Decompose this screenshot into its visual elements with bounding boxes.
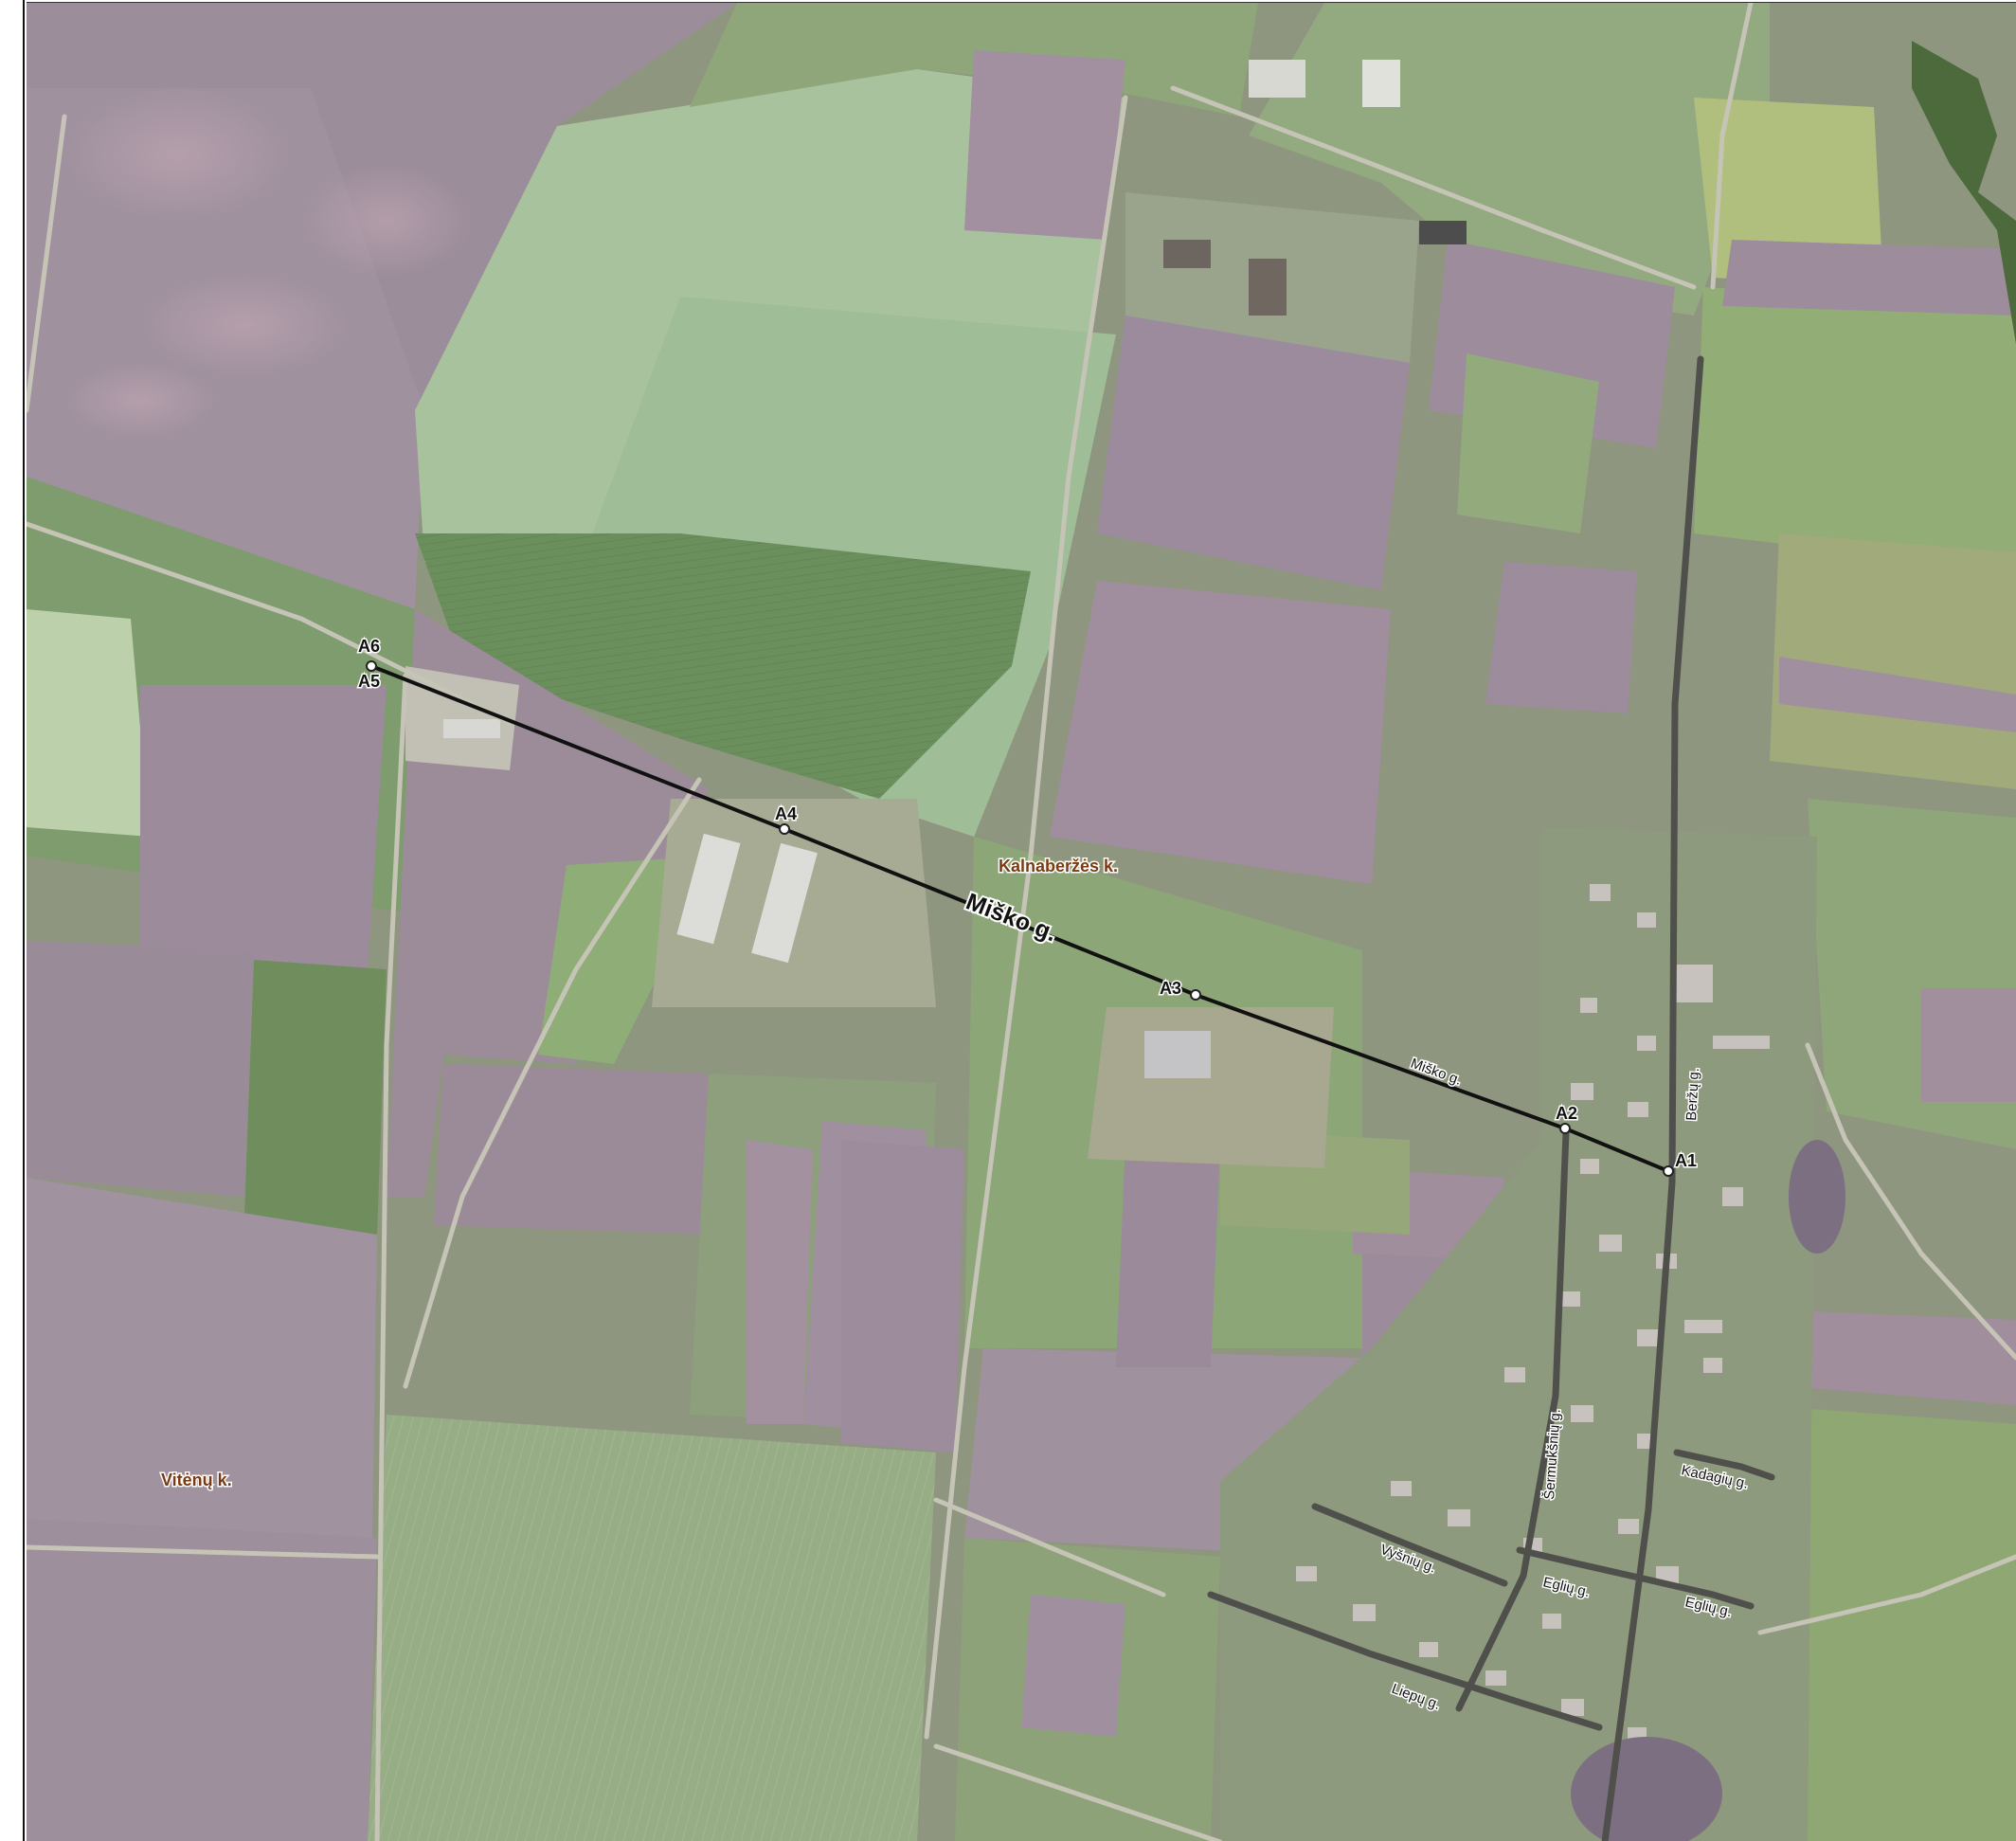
frame-margin <box>0 0 25 1841</box>
kadagiu-road <box>1673 1449 1775 1481</box>
village-houses <box>1296 884 1770 1742</box>
field-sc-4-texture <box>368 1415 936 1841</box>
field-east-9 <box>1760 1405 2016 1841</box>
farm-building <box>1419 221 1467 244</box>
field-blotch <box>301 164 472 278</box>
village-label-vitenu: Vitėnų k. <box>161 1471 232 1489</box>
field-sc-7 <box>747 1140 813 1424</box>
field-mid-1 <box>1097 316 1410 590</box>
farm-building <box>1144 1031 1211 1078</box>
point-a1-marker <box>1663 1165 1674 1177</box>
field-east-1 <box>1694 287 2016 571</box>
street-label-berzu: Beržų g. <box>1683 1068 1702 1122</box>
field-blotch <box>64 363 216 439</box>
farm-building <box>443 719 500 738</box>
field-east-4 <box>1770 533 2016 789</box>
village-label-kalnaberzes: Kalnaberžės k. <box>999 857 1118 875</box>
farm-building <box>751 842 818 964</box>
farm-building <box>1163 240 1211 268</box>
point-a5-marker <box>366 660 377 672</box>
field-mid-3 <box>1457 353 1599 533</box>
field-east-7 <box>1921 988 2016 1102</box>
field-blotch <box>140 273 349 377</box>
field-east-3 <box>1722 240 2016 316</box>
point-a2-marker <box>1559 1123 1571 1134</box>
field-c-6 <box>1116 1140 1220 1367</box>
field-east-5 <box>1779 657 2016 732</box>
field-top-2 <box>964 50 1125 240</box>
point-a4-marker <box>779 823 790 835</box>
point-a6-label: A6 <box>358 637 380 656</box>
field-mid-2 <box>1050 581 1391 884</box>
field-east-2 <box>1694 98 1883 287</box>
vysniu-road <box>1311 1503 1508 1587</box>
berzu-road <box>1601 355 1704 1841</box>
pond-north <box>1789 1140 1845 1254</box>
survey-points <box>366 660 1674 1177</box>
egliu-east-road <box>1647 1577 1755 1610</box>
rural-roads <box>27 3 2016 1841</box>
field-west-4 <box>27 941 254 1197</box>
field-east-8 <box>1789 1310 2016 1405</box>
tree-belt <box>1912 41 2016 344</box>
field-west-5 <box>244 960 387 1235</box>
field-west-2 <box>27 609 150 837</box>
farm-building <box>676 833 741 945</box>
point-a1-label: A1 <box>1675 1151 1697 1170</box>
field-c-2 <box>841 1140 964 1453</box>
map-canvas: A6 A5 A4 A3 A2 A1 Miško g. Kalnaberžės k… <box>27 3 2016 1841</box>
farm-building <box>1249 60 1305 98</box>
aerial-map[interactable]: A6 A5 A4 A3 A2 A1 Miško g. Kalnaberžės k… <box>27 2 2016 1841</box>
field-stripes-texture <box>415 533 1031 799</box>
highlighted-roads <box>1207 355 1775 1841</box>
field-west-7 <box>27 1519 377 1841</box>
field-mid-4 <box>1485 562 1637 713</box>
sermuksniu-road <box>1455 1128 1570 1712</box>
field-sc-3 <box>434 1064 709 1235</box>
field-c-5 <box>1021 1595 1125 1737</box>
liepu-road <box>1207 1591 1603 1731</box>
point-a5-label: A5 <box>358 672 380 691</box>
egliu-west-road <box>1516 1546 1655 1584</box>
point-a3-marker <box>1190 989 1201 1001</box>
field-west-3 <box>140 685 387 969</box>
point-a3-label: A3 <box>1160 979 1181 998</box>
farm-building <box>1362 60 1400 107</box>
farm-building <box>1249 259 1287 316</box>
field-blotch <box>64 88 292 221</box>
point-a4-label: A4 <box>775 804 797 823</box>
point-a2-label: A2 <box>1556 1104 1577 1123</box>
